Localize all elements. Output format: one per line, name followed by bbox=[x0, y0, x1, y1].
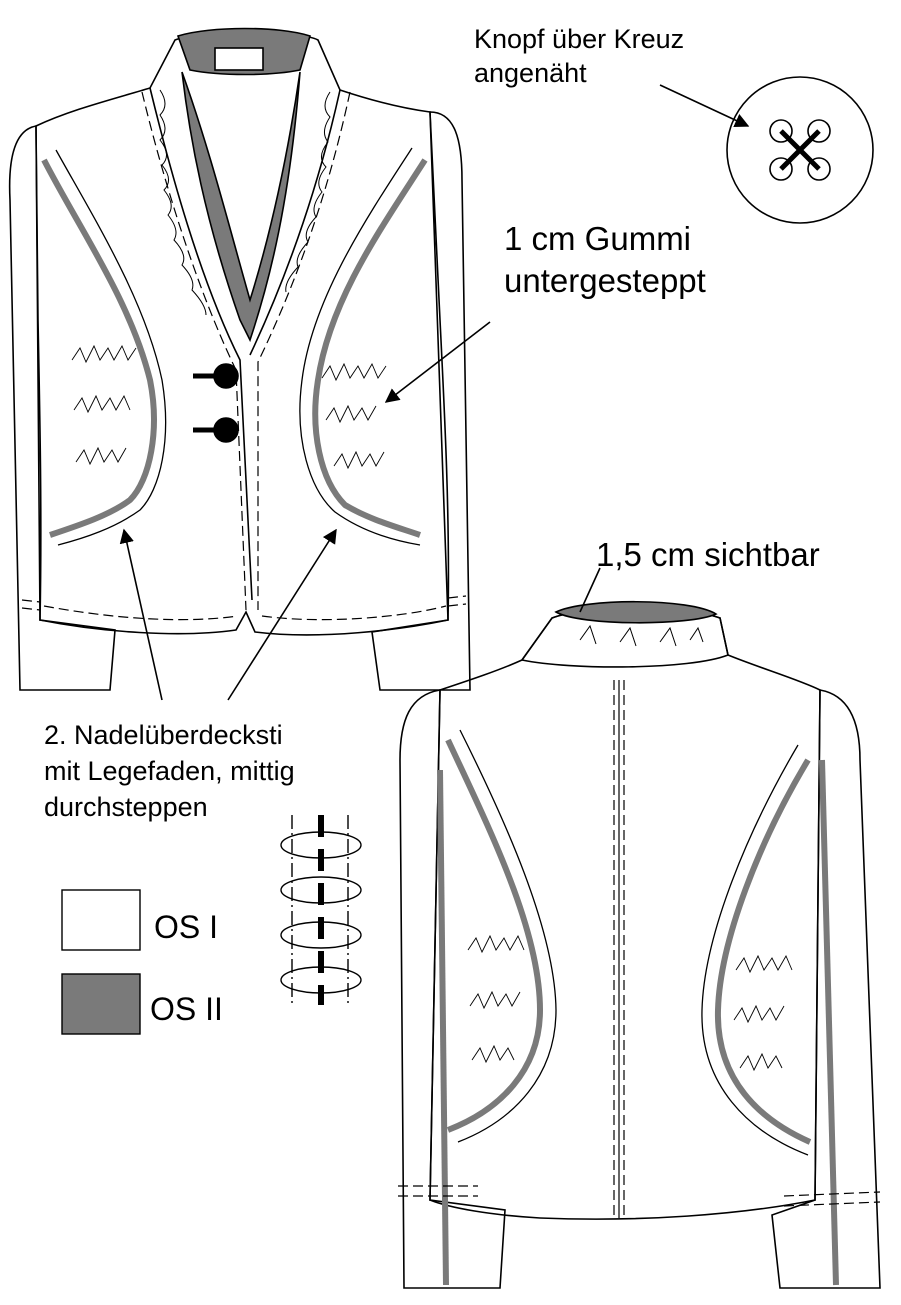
back-right-side-ruffle bbox=[701, 744, 809, 1156]
front-left-lapel bbox=[149, 87, 253, 601]
back-left-grey-strip bbox=[437, 769, 449, 1286]
legend-swatch-os2 bbox=[61, 973, 141, 1035]
button-note-line1: Knopf über Kreuz bbox=[474, 24, 684, 54]
button-hole-2 bbox=[807, 119, 831, 143]
front-right-side-panel bbox=[312, 158, 428, 538]
button-hole-4 bbox=[807, 157, 831, 181]
button-note-line2: angenäht bbox=[474, 58, 587, 88]
front-button-upper bbox=[193, 363, 239, 389]
leader-arrows bbox=[119, 84, 750, 701]
front-cuff-stitch-right bbox=[447, 595, 467, 607]
arrow-stitch-right bbox=[227, 528, 337, 701]
button-detail bbox=[726, 76, 874, 224]
legend-label-os2: OS II bbox=[150, 991, 223, 1027]
front-right-scribbles bbox=[321, 362, 387, 470]
front-right-sleeve bbox=[371, 111, 471, 691]
front-button-lower bbox=[193, 417, 239, 443]
front-jacket bbox=[8, 27, 471, 691]
front-left-sleeve bbox=[8, 125, 116, 691]
arrow-elastic-note bbox=[384, 321, 491, 403]
back-left-side-ruffle bbox=[457, 729, 557, 1143]
back-right-sleeve bbox=[771, 689, 881, 1289]
button-detail-circle bbox=[726, 76, 874, 224]
front-right-lapel bbox=[249, 89, 341, 356]
front-hanger-tab bbox=[214, 47, 264, 71]
back-hem-stitch-right bbox=[783, 1191, 881, 1207]
front-hem-stitch bbox=[43, 605, 447, 621]
arrow-button-note bbox=[659, 84, 750, 128]
arrow-collar-note bbox=[579, 567, 601, 613]
back-right-scribbles bbox=[733, 954, 793, 1072]
back-left-side-panel bbox=[445, 738, 544, 1133]
stitch-note-line2: mit Legefaden, mittig bbox=[44, 756, 295, 786]
elastic-note-line2: untergesteppt bbox=[504, 262, 706, 299]
arrow-stitch-left bbox=[119, 528, 163, 701]
back-left-scribbles bbox=[467, 934, 525, 1064]
back-jacket bbox=[398, 600, 881, 1289]
front-topstitch-left bbox=[141, 91, 247, 611]
front-left-side-panel bbox=[41, 158, 157, 538]
button-hole-1 bbox=[769, 119, 793, 143]
back-collar-squiggles bbox=[579, 624, 704, 647]
back-left-sleeve bbox=[399, 689, 506, 1289]
stitch-note-line3: durchsteppen bbox=[44, 792, 208, 822]
legend-swatch-os1 bbox=[61, 889, 141, 951]
button-hole-3 bbox=[769, 157, 793, 181]
stitch-loop-2 bbox=[280, 876, 362, 904]
back-right-side-panel bbox=[714, 758, 812, 1145]
stitch-loop-4 bbox=[280, 966, 362, 994]
front-topstitch-right bbox=[257, 91, 351, 610]
elastic-note-line1: 1 cm Gummi bbox=[504, 220, 691, 257]
front-left-side-ruffle bbox=[55, 149, 167, 546]
collar-note: 1,5 cm sichtbar bbox=[596, 536, 820, 573]
back-collar-visible-band bbox=[554, 600, 718, 624]
front-cuff-stitch-left bbox=[21, 599, 41, 611]
back-hem-stitch-left bbox=[398, 1185, 478, 1197]
stitch-diagram bbox=[280, 815, 362, 1005]
legend-label-os1: OS I bbox=[154, 909, 218, 945]
front-right-side-ruffle bbox=[299, 147, 421, 546]
stitch-loop-3 bbox=[280, 921, 362, 949]
front-lapel-ruffle-left bbox=[159, 89, 207, 316]
stitch-note-line1: 2. Nadelüberdecksti bbox=[44, 720, 283, 750]
stitch-loop-1 bbox=[280, 831, 362, 859]
front-left-scribbles bbox=[71, 344, 137, 466]
front-inner-ruffle bbox=[181, 71, 301, 343]
front-lapel-ruffle-right bbox=[285, 91, 331, 293]
back-right-grey-strip bbox=[819, 759, 839, 1286]
front-body-outline bbox=[35, 31, 450, 636]
button-thread-b bbox=[779, 129, 821, 171]
